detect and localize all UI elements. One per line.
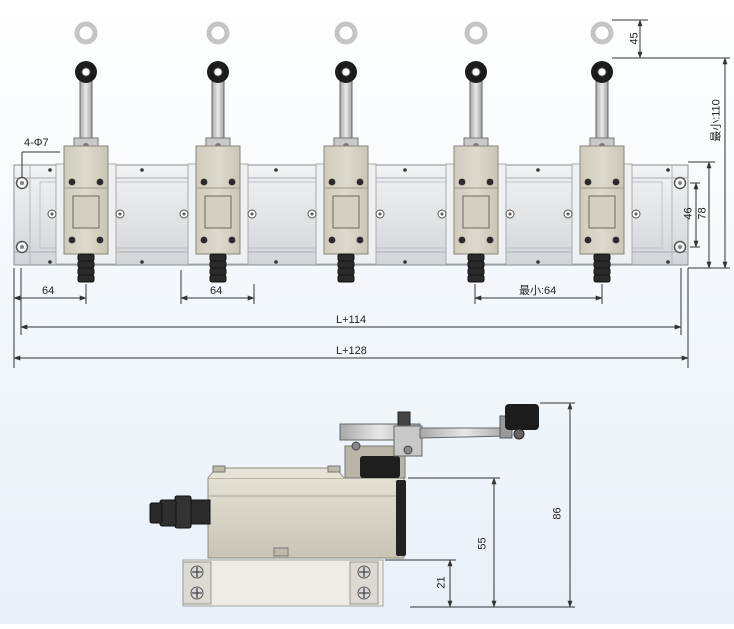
side-base-plate (182, 559, 384, 607)
rail-rivet-icon (274, 168, 278, 172)
limit-switch-2 (179, 21, 257, 283)
mounting-hole-top-left (15, 176, 29, 190)
rail-rivet-icon (536, 260, 540, 264)
mounting-hole-top-right (673, 176, 687, 190)
rail-rivet-icon (536, 168, 540, 172)
side-body-label: 55 (476, 537, 489, 550)
limit-switch-1 (47, 21, 125, 283)
pitch-left-label: 64 (42, 285, 55, 297)
screw-icon (357, 586, 371, 600)
lever-travel-label: 45 (628, 32, 641, 45)
rail-rivet-icon (666, 168, 670, 172)
rail-rivet-icon (666, 260, 670, 264)
rail-outer-label: 78 (696, 207, 709, 220)
cable-gland (149, 495, 211, 529)
rail-rivet-icon (403, 260, 407, 264)
side-base-label: 21 (435, 576, 448, 589)
mounting-hole-bottom-right (673, 240, 687, 254)
rail-rivet-icon (140, 168, 144, 172)
side-dimensions (385, 402, 575, 608)
holes-label: 4-Φ7 (24, 137, 49, 149)
side-total-label: 86 (551, 507, 564, 520)
limit-switch-4 (437, 21, 515, 283)
rail-rivet-icon (48, 168, 52, 172)
length-outer-label: L+128 (336, 345, 367, 357)
screw-icon (357, 565, 371, 579)
pitch-min-label: 最小:64 (519, 285, 557, 297)
top-dimensions (13, 19, 730, 368)
screw-icon (190, 586, 204, 600)
limit-switch-3 (307, 21, 385, 283)
min-height-label: 最小:110 (710, 99, 723, 142)
rail-rivet-icon (274, 260, 278, 264)
screw-icon (190, 565, 204, 579)
rail-rivet-icon (140, 260, 144, 264)
rail-inner-label: 46 (682, 207, 695, 220)
side-view-switch (149, 404, 539, 607)
rail-rivet-icon (403, 168, 407, 172)
mounting-hole-bottom-left (15, 240, 29, 254)
pitch-mid-label: 64 (210, 285, 223, 297)
length-inner-label: L+114 (336, 314, 367, 326)
limit-switch-5 (563, 21, 641, 283)
rail-rivet-icon (48, 260, 52, 264)
